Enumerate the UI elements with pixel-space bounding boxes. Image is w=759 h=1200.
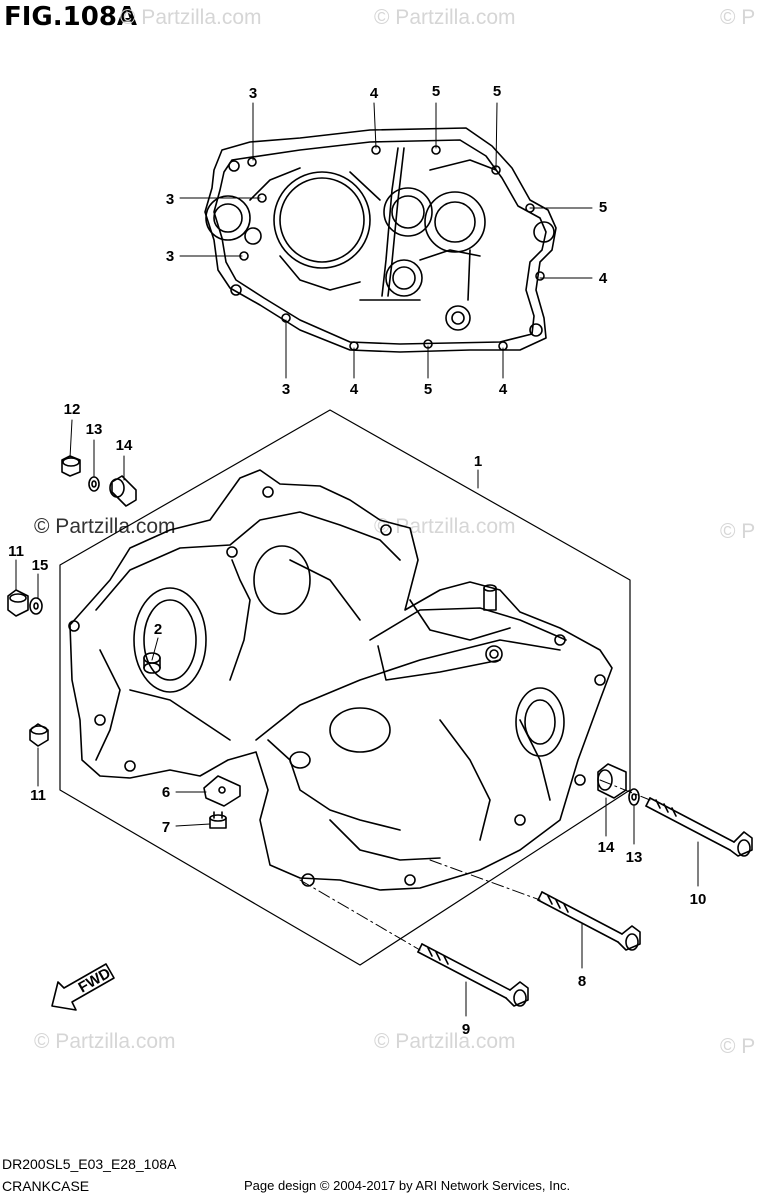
part-13-washer-right[interactable] bbox=[628, 788, 640, 806]
crankcase-mating-face bbox=[204, 127, 557, 353]
part-7-bolt[interactable] bbox=[209, 811, 227, 829]
assembly-frame bbox=[59, 409, 631, 966]
watermark: © Partzilla.com bbox=[34, 515, 176, 538]
part-14-collar-right[interactable] bbox=[597, 763, 627, 799]
callout: 3 bbox=[166, 191, 174, 208]
callout: 5 bbox=[432, 83, 440, 100]
part-13-washer[interactable] bbox=[88, 476, 100, 492]
top-callouts: 3 4 5 5 3 5 3 4 3 4 5 4 bbox=[166, 83, 608, 398]
watermark: © Partzilla.com bbox=[374, 1030, 516, 1053]
callout: 3 bbox=[282, 381, 290, 398]
callout: 5 bbox=[424, 381, 432, 398]
figure-title: FIG.108A bbox=[4, 2, 138, 32]
callout-15: 15 bbox=[32, 557, 49, 574]
section-name: CRANKCASE bbox=[2, 1178, 90, 1194]
watermark: © P bbox=[720, 1035, 756, 1058]
watermark: © Partzilla.com bbox=[120, 6, 262, 29]
callout-8: 8 bbox=[578, 973, 586, 990]
watermark: © Partzilla.com bbox=[34, 1030, 176, 1053]
callout: 5 bbox=[493, 83, 501, 100]
crankcase-body bbox=[68, 469, 613, 891]
watermark: © Partzilla.com bbox=[374, 515, 516, 538]
watermark: © P bbox=[720, 6, 756, 29]
callout-2: 2 bbox=[154, 621, 162, 638]
callout: 4 bbox=[599, 270, 608, 287]
callout-1: 1 bbox=[474, 453, 482, 470]
part-8-bolt[interactable] bbox=[537, 891, 641, 951]
fwd-arrow-icon bbox=[51, 963, 115, 1011]
callout-6: 6 bbox=[162, 784, 170, 801]
part-6-plate[interactable] bbox=[203, 775, 241, 807]
centerlines bbox=[299, 779, 651, 951]
watermark: © P bbox=[720, 520, 756, 543]
part-12-nut[interactable] bbox=[61, 455, 81, 477]
callout-11: 11 bbox=[30, 787, 46, 804]
part-10-bolt[interactable] bbox=[645, 797, 753, 857]
callout: 5 bbox=[599, 199, 607, 216]
callout-14: 14 bbox=[116, 437, 133, 454]
part-11-nut[interactable] bbox=[7, 589, 29, 617]
page-credit: Page design © 2004-2017 by ARI Network S… bbox=[244, 1178, 571, 1193]
callout-11: 11 bbox=[8, 543, 24, 560]
part-9-bolt[interactable] bbox=[417, 943, 529, 1007]
watermark: © Partzilla.com bbox=[374, 6, 516, 29]
callout-10: 10 bbox=[690, 891, 707, 908]
part-15-washer[interactable] bbox=[29, 597, 43, 615]
callout-14: 14 bbox=[598, 839, 615, 856]
callout-7: 7 bbox=[162, 819, 170, 836]
callout-9: 9 bbox=[462, 1021, 470, 1038]
part-14-collar[interactable] bbox=[109, 475, 137, 507]
model-code: DR200SL5_E03_E28_108A bbox=[2, 1156, 177, 1172]
main-leader-lines bbox=[15, 419, 699, 1017]
callout-13: 13 bbox=[626, 849, 643, 866]
callout: 3 bbox=[249, 85, 257, 102]
top-leader-lines bbox=[179, 102, 593, 379]
main-callouts: 1 2 6 7 8 9 10 11 11 12 13 13 14 14 15 bbox=[8, 401, 706, 1038]
callout: 4 bbox=[499, 381, 508, 398]
callout: 4 bbox=[370, 85, 379, 102]
callout-13: 13 bbox=[86, 421, 103, 438]
part-11-nut-lower[interactable] bbox=[29, 723, 49, 747]
callout-12: 12 bbox=[64, 401, 81, 418]
callout: 3 bbox=[166, 248, 174, 265]
callout: 4 bbox=[350, 381, 359, 398]
